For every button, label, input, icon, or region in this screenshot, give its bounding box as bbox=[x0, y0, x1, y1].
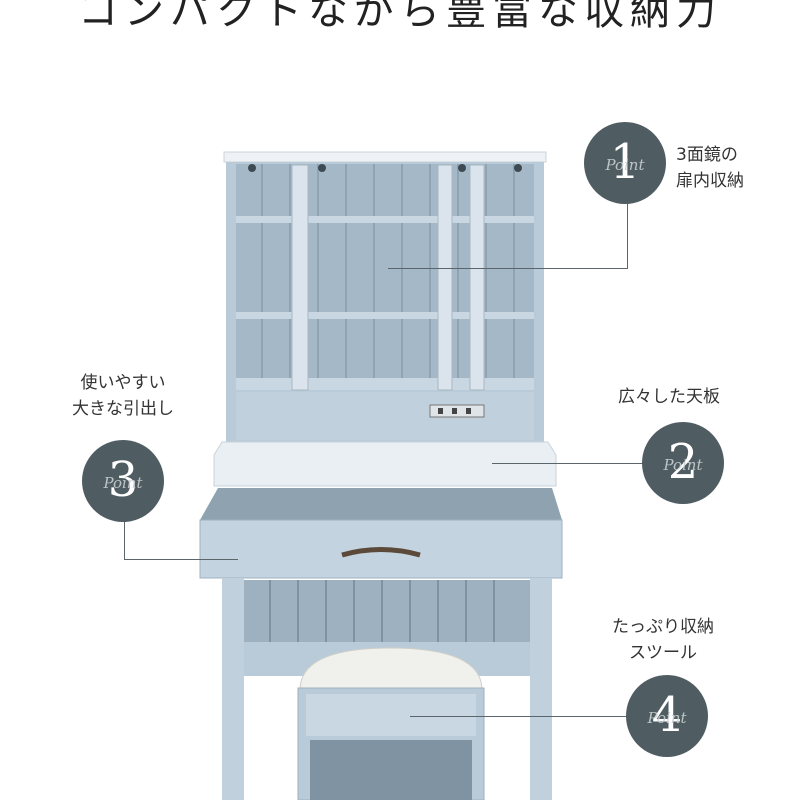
point-label-3-line2: 大きな引出し bbox=[72, 399, 174, 419]
point-label-3-line1: 使いやすい bbox=[80, 373, 166, 393]
stool-storage bbox=[310, 740, 472, 800]
point-badge-1: 1 Point bbox=[584, 122, 666, 204]
point-word-2: Point bbox=[663, 456, 703, 474]
center-mirror-door bbox=[437, 164, 453, 391]
point-badge-2: 2 Point bbox=[642, 422, 724, 504]
drawer-handle bbox=[341, 547, 421, 558]
leader-line-1 bbox=[388, 268, 628, 269]
lower-back-panel bbox=[244, 580, 530, 642]
point-badge-4: 4 Point bbox=[626, 675, 708, 757]
point-badge-3: 3 Point bbox=[82, 440, 164, 522]
leader-line-2 bbox=[492, 463, 644, 464]
point-label-4: たっぷり収納 スツール bbox=[596, 614, 730, 666]
point-label-1-line1: 3面鏡の bbox=[676, 145, 738, 165]
right-mirror-door bbox=[469, 164, 485, 391]
right-leg bbox=[530, 578, 552, 800]
leader-line-4 bbox=[410, 716, 628, 717]
hutch-shelves bbox=[236, 216, 534, 390]
leader-line-3 bbox=[124, 559, 238, 560]
hutch-back-panel bbox=[236, 164, 534, 390]
point-number-2: 2 bbox=[667, 434, 699, 490]
hutch-top-board bbox=[223, 151, 547, 163]
leader-line-3-vertical bbox=[124, 518, 125, 560]
point-word-1: Point bbox=[605, 156, 645, 174]
stool-cushion bbox=[299, 647, 483, 691]
hutch-hooks bbox=[248, 164, 522, 172]
point-label-4-line1: たっぷり収納 bbox=[612, 617, 714, 637]
left-mirror-door bbox=[291, 164, 309, 391]
point-label-1: 3面鏡の 扉内収納 bbox=[676, 142, 744, 194]
left-leg bbox=[222, 578, 244, 800]
point-label-2: 広々した天板 bbox=[618, 387, 720, 407]
point-number-3: 3 bbox=[107, 452, 139, 508]
point-number-1: 1 bbox=[609, 134, 641, 190]
point-label-4-line2: スツール bbox=[629, 643, 697, 663]
page-title: コンパクトながら豊富な収納力 bbox=[78, 0, 722, 34]
lower-back-planks bbox=[269, 580, 495, 642]
point-word-4: Point bbox=[647, 709, 687, 727]
point-label-3: 使いやすい 大きな引出し bbox=[58, 370, 188, 422]
drawer-interior bbox=[200, 488, 562, 520]
stool-front bbox=[306, 694, 476, 736]
hutch-back-planks bbox=[261, 164, 515, 390]
point-label-1-line2: 扉内収納 bbox=[676, 171, 744, 191]
point-number-4: 4 bbox=[651, 687, 683, 743]
table-top bbox=[213, 441, 557, 487]
hutch-lower-panel bbox=[236, 392, 534, 440]
point-word-3: Point bbox=[103, 474, 143, 492]
leader-line-1-vertical bbox=[627, 198, 628, 269]
